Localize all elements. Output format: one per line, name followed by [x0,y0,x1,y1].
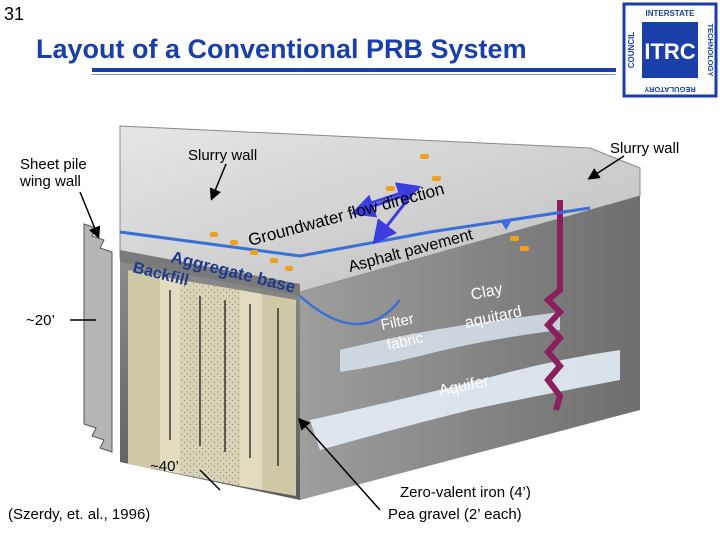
pointer-zvi [298,417,381,511]
logo-center-text: ITRC [644,39,695,64]
filter-text-1: Filter [379,310,415,334]
slide-title: Layout of a Conventional PRB System [36,34,527,64]
label-width: ~40’ [150,458,179,475]
aggregate-base-band [120,250,300,296]
pointer-sheet-pile [79,191,101,239]
water-table-marker [500,220,512,230]
clay-text-1: Clay [469,281,504,304]
filter-fabric [299,295,401,326]
flow-arrow-2 [350,193,406,218]
itrc-logo: ITRC INTERSTATE TECHNOLOGY REGULATORY CO… [622,2,718,98]
label-slurry-wall-left: Slurry wall [188,147,258,164]
logo-ring-bottom: REGULATORY [644,85,696,94]
backfill-zone-right [262,294,296,496]
label-zvi: Zero-valent iron (4’) [400,484,531,501]
aquifer-zone-2 [340,312,560,372]
label-sheet-pile: Sheet pile wing wall [20,156,87,190]
backfill-zone [128,270,160,470]
pointer-slurry-1 [209,163,227,201]
slide-number: 31 [4,4,25,24]
aquifer-zone [310,350,620,450]
title-underline [92,68,616,72]
pointer-width [199,469,221,491]
sheet-pile-wall [83,223,113,453]
label-depth: ~20’ [26,312,55,329]
logo-ring-right: TECHNOLOGY [706,24,715,77]
label-slurry-wall-right: Slurry wall [610,140,680,157]
label-pea-gravel: Pea gravel (2’ each) [388,506,522,523]
pointer-slurry-2 [587,155,625,180]
monitoring-points [210,154,529,271]
pea-gravel-right [240,290,262,490]
label-citation: (Szerdy, et. al., 1996) [8,506,151,523]
title-underline-thin [92,74,616,75]
slurry-wall-right [543,200,565,411]
zvi-zone [180,280,240,486]
flow-arrow-3 [372,193,414,245]
logo-ring-left: COUNCIL [627,32,636,69]
logo-ring-top: INTERSTATE [645,9,695,18]
monitoring-wells [169,290,279,466]
